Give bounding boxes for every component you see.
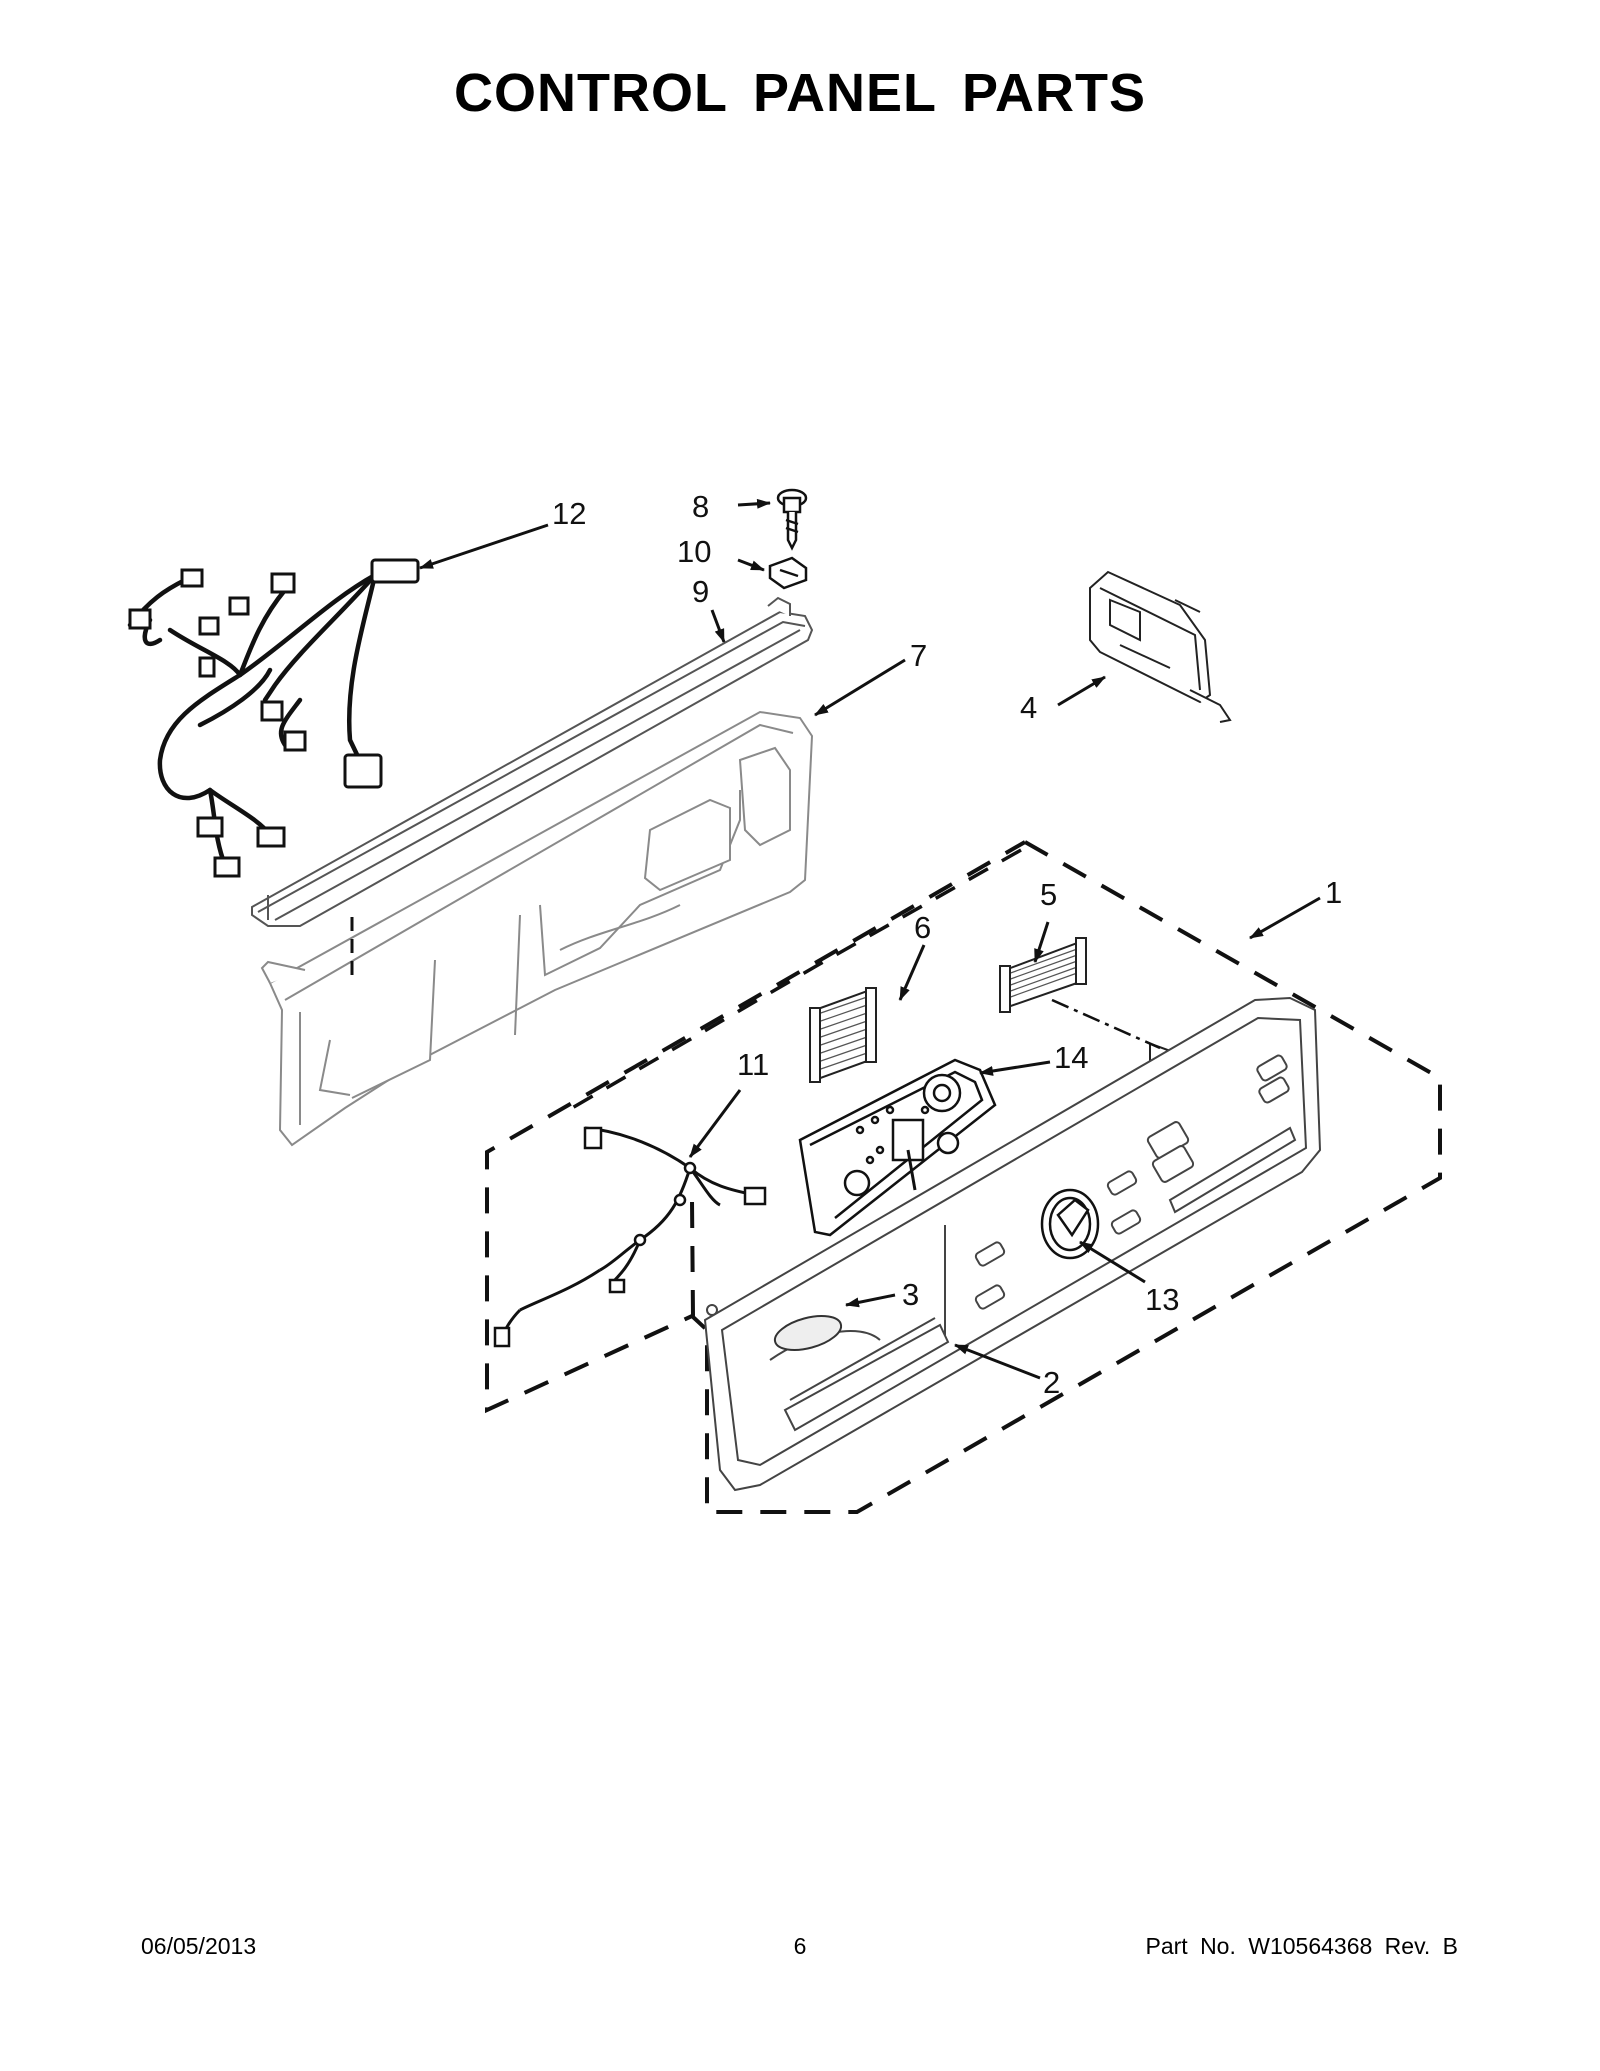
footer-part-number: Part No. W10564368 Rev. B [1145, 1933, 1459, 1959]
leader-13 [1079, 1240, 1146, 1284]
callout-14: 14 [1054, 1040, 1088, 1075]
leader-11 [688, 1089, 742, 1158]
main-wire-harness [130, 575, 375, 865]
leader-3 [845, 1293, 896, 1308]
wire-harness-connectors [128, 558, 420, 878]
assembly-boundary-dashed [485, 840, 1442, 1514]
callout-7: 7 [910, 638, 927, 673]
ribbon-alignment-line [1051, 998, 1161, 1050]
clip [768, 556, 808, 590]
leader-7 [814, 658, 906, 717]
cycle-selector-knob [1040, 1188, 1100, 1260]
secondary-harness-connectors [493, 1126, 767, 1348]
callout-4: 4 [1020, 690, 1037, 725]
callout-11: 11 [737, 1047, 769, 1082]
callout-2: 2 [1043, 1365, 1060, 1400]
leader-6 [898, 944, 926, 1001]
callout-6: 6 [914, 910, 931, 945]
user-interface-board [800, 1060, 995, 1235]
callout-10: 10 [677, 534, 711, 569]
leader-14 [979, 1060, 1051, 1076]
leader-10 [737, 558, 765, 572]
leader-12 [419, 523, 549, 570]
callout-3: 3 [902, 1277, 919, 1312]
leader-2 [954, 1343, 1041, 1380]
console-front-panel [705, 998, 1320, 1490]
callout-13: 13 [1145, 1282, 1179, 1317]
inner-dashed-guide [559, 848, 1022, 1117]
footer-date: 06/05/2013 [141, 1933, 257, 1959]
callout-5: 5 [1040, 877, 1057, 912]
ribbon-cable-6 [809, 987, 877, 1083]
leader-8 [737, 498, 771, 509]
callout-9: 9 [692, 574, 709, 609]
callout-12: 12 [552, 496, 586, 531]
brand-logo-badge [771, 1310, 844, 1357]
screw [776, 488, 808, 551]
leader-4 [1057, 675, 1106, 707]
leader-5 [1033, 921, 1050, 963]
footer-page-number: 6 [793, 1933, 807, 1959]
leader-arrows [419, 498, 1321, 1380]
console-back-panel [262, 712, 812, 1145]
page-title: CONTROL PANEL PARTS [453, 63, 1147, 123]
top-rail [252, 598, 812, 926]
control-board [1090, 572, 1230, 1084]
ribbon-cable-5 [999, 937, 1087, 1013]
leader-1 [1249, 896, 1321, 940]
callout-labels: 1 2 3 4 5 6 7 8 9 10 11 12 13 14 [552, 489, 1342, 1400]
callout-8: 8 [692, 489, 709, 524]
callout-1: 1 [1325, 875, 1342, 910]
leader-9 [710, 609, 726, 643]
